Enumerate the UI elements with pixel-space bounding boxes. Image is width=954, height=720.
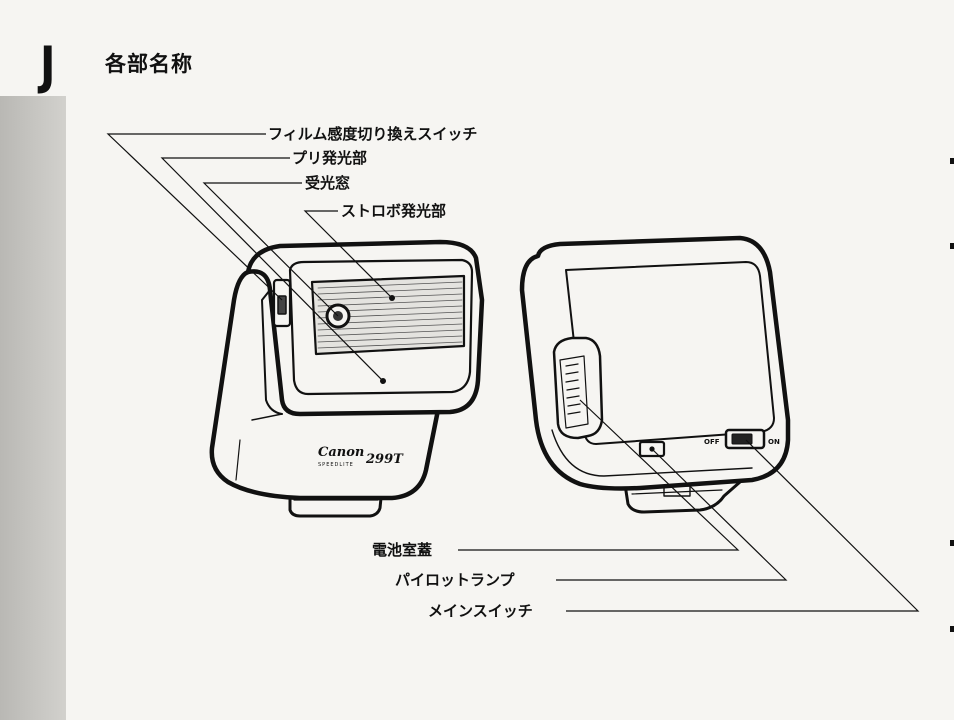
switch-off-text: OFF bbox=[704, 438, 720, 446]
model-logo: 299T bbox=[365, 452, 404, 467]
brand-logo: Canon bbox=[318, 445, 364, 460]
label-pre-flash: プリ発光部 bbox=[292, 149, 368, 167]
side-tab bbox=[0, 96, 66, 720]
back-flash-unit bbox=[519, 235, 791, 514]
leader-lines bbox=[106, 133, 920, 612]
edge-mark bbox=[950, 540, 954, 546]
label-film-speed-switch: フィルム感度切り換えスイッチ bbox=[268, 125, 478, 143]
label-strobe-flash: ストロボ発光部 bbox=[341, 202, 447, 220]
edge-mark bbox=[950, 626, 954, 632]
label-battery-cover: 電池室蓋 bbox=[372, 541, 433, 559]
front-flash-unit bbox=[209, 239, 485, 518]
label-main-switch: メインスイッチ bbox=[428, 602, 533, 620]
section-letter: J bbox=[40, 36, 56, 96]
switch-on-text: ON bbox=[768, 438, 780, 446]
series-logo: SPEEDLITE bbox=[318, 462, 354, 468]
edge-mark bbox=[950, 243, 954, 249]
edge-mark bbox=[950, 158, 954, 164]
label-light-sensor: 受光窓 bbox=[305, 174, 351, 192]
page-title: 各部名称 bbox=[105, 52, 193, 76]
label-pilot-lamp: パイロットランプ bbox=[395, 571, 515, 589]
